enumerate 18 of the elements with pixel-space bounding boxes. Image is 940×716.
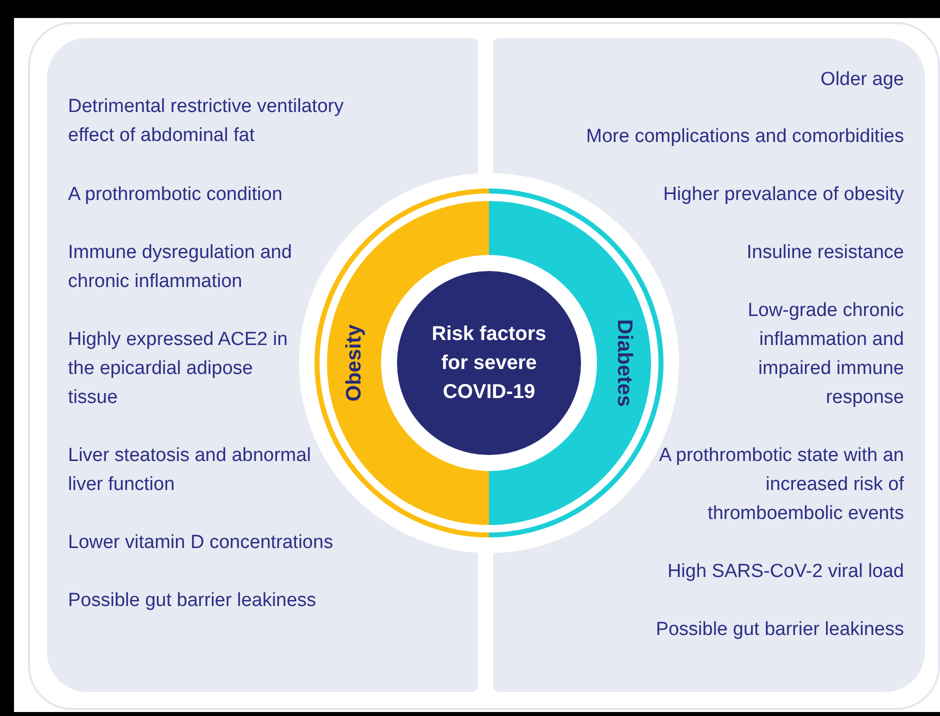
risk-factor-text: Possible gut barrier leakiness — [68, 589, 318, 613]
risk-factor-text: Immune dysregulation and chronic inflammation — [68, 241, 293, 294]
risk-factor-text: Older age — [820, 68, 904, 92]
risk-factor-text: Liver steatosis and abnormal liver function — [68, 444, 312, 497]
risk-factor-text: More complications and comorbidities — [585, 125, 904, 149]
category-label: Diabetes — [612, 319, 637, 407]
risk-factor-text: Higher prevalance of obesity — [662, 183, 904, 207]
risk-factor-text: Insuline resistance — [746, 241, 904, 265]
risk-factor-text: Detrimental restrictive ventilatory effect of abdominal fat — [68, 95, 345, 148]
risk-factor-text: Lower vitamin D concentrations — [68, 531, 334, 555]
category-label: Obesity — [341, 324, 366, 402]
risk-factor-text: Possible gut barrier leakiness — [654, 618, 904, 642]
risk-factor-text: Highly expressed ACE2 in the epicardial adipose tissue — [68, 328, 289, 410]
center-title: Risk factors for severe COVID-19 — [430, 322, 548, 404]
risk-factor-text: Low-grade chronic inflammation and impaired immune response — [746, 299, 904, 410]
risk-factor-text: High SARS-CoV-2 viral load — [666, 560, 904, 584]
risk-factor-text: A prothrombotic condition — [68, 183, 284, 207]
risk-factor-text: A prothrombotic state with an increased risk of thromboembolic events — [658, 444, 904, 526]
